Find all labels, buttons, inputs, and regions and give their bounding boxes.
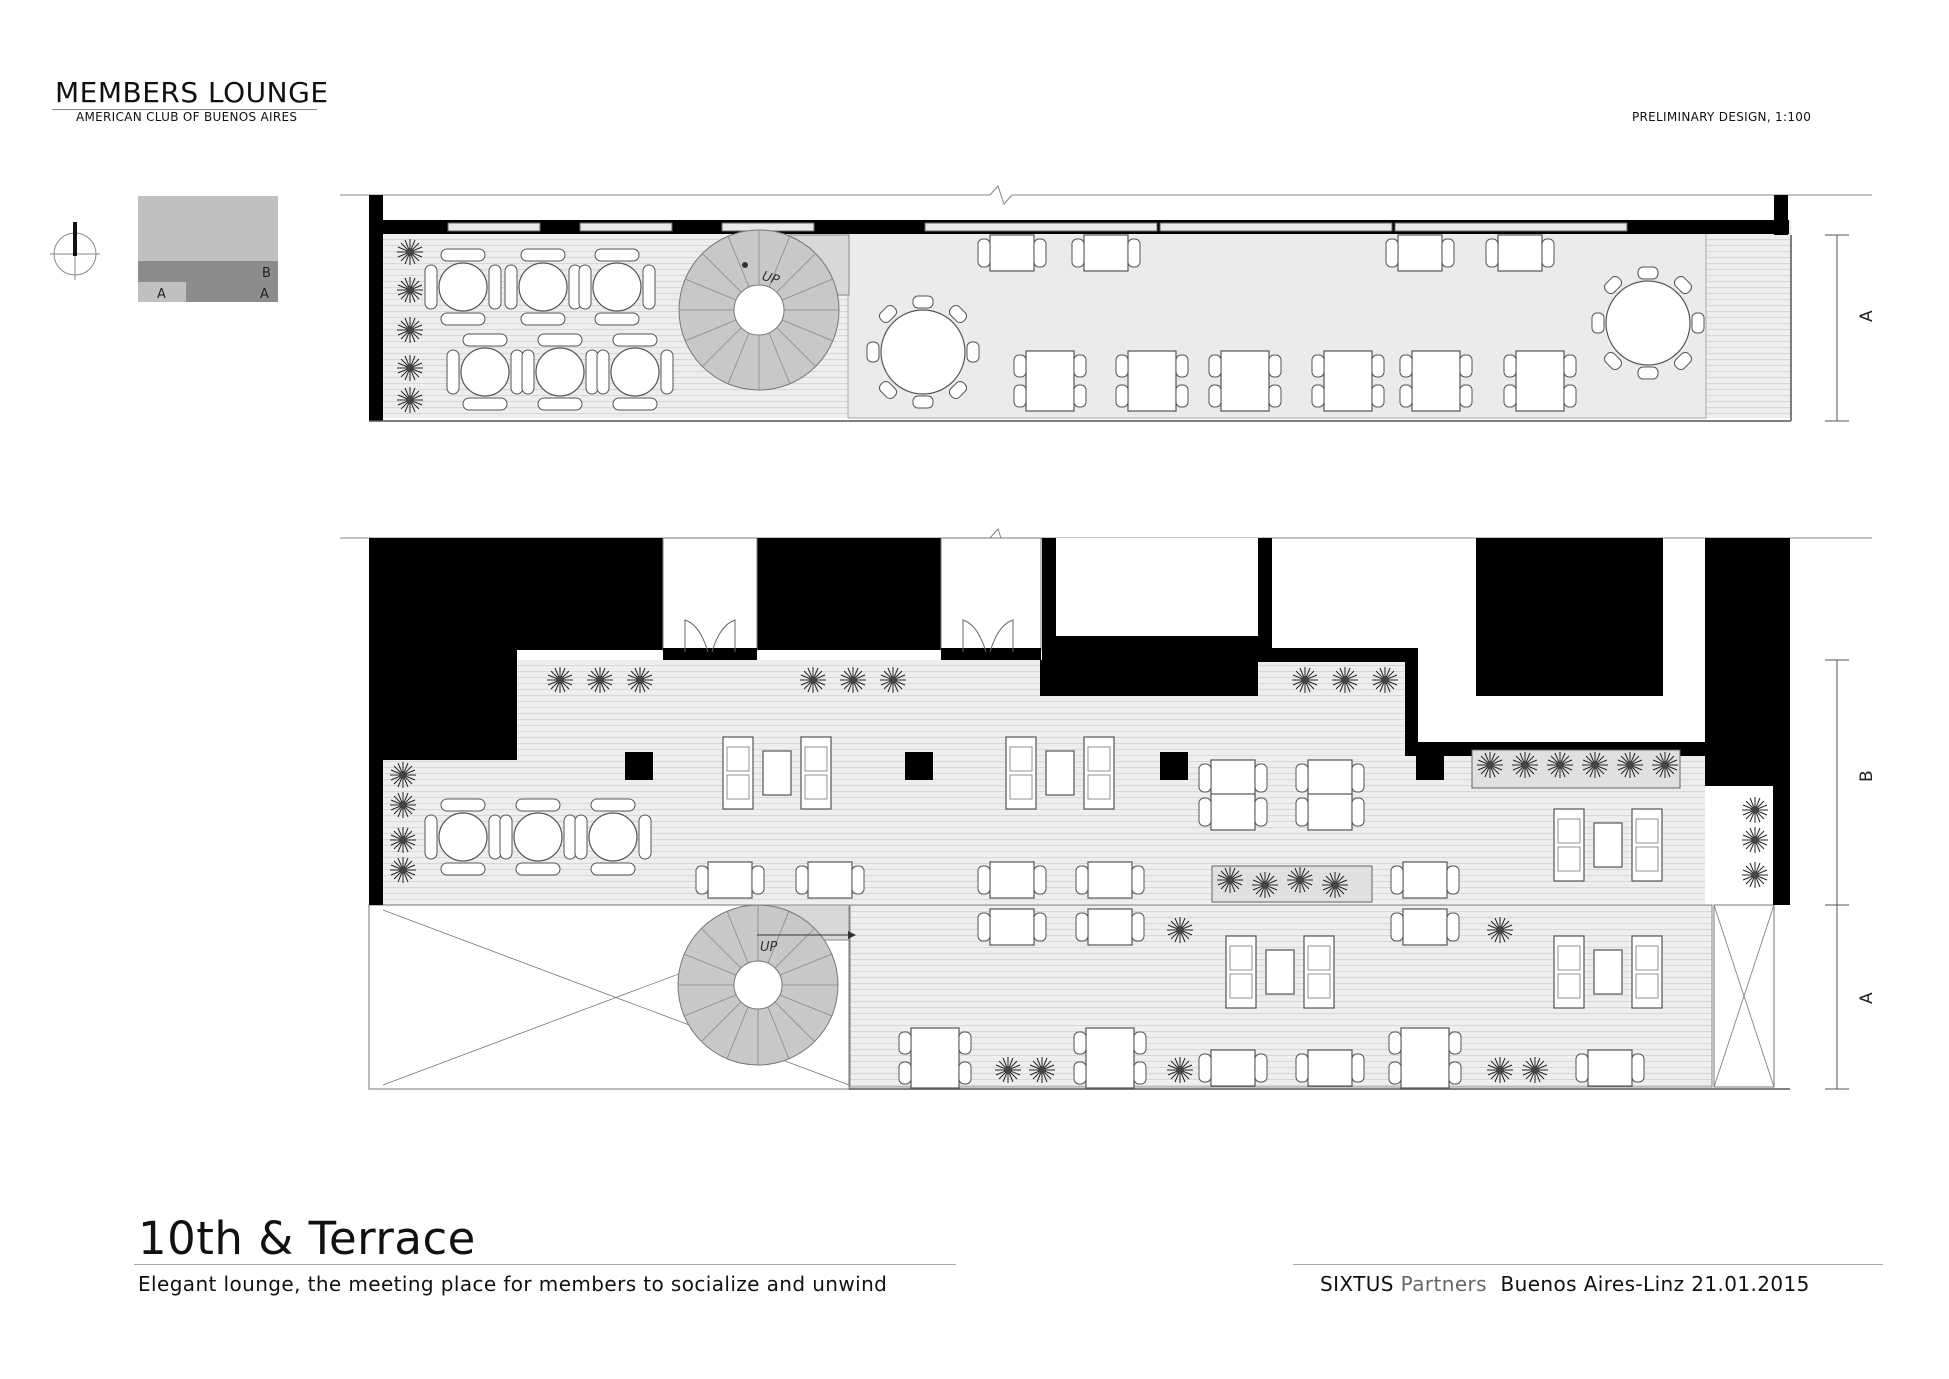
lower-stair: UP [677,904,856,1066]
upper-stair-up-label: UP [760,269,781,289]
drawing-title: 10th & Terrace [138,1212,476,1265]
firm-name-primary: SIXTUS [1320,1272,1394,1296]
footer-divider-left [134,1264,956,1265]
firm-name-secondary: Partners [1400,1272,1487,1296]
key-plan-label-a-left: A [157,287,166,302]
key-plan-label-b: B [262,266,271,281]
page-subtitle: AMERICAN CLUB OF BUENOS AIRES [76,110,298,124]
title-underline [52,109,317,110]
lower-section-label-b: B [1857,770,1877,782]
firm-credit: SIXTUS Partners Buenos Aires-Linz 21.01.… [1320,1272,1810,1296]
lower-section-label-a: A [1857,992,1877,1004]
lower-stair-up-label: UP [760,940,778,955]
lower-plan: UP [340,528,1877,1090]
scale-note: PRELIMINARY DESIGN, 1:100 [1632,110,1812,124]
footer-divider-right [1293,1264,1883,1265]
north-arrow-icon [50,222,100,280]
upper-stair: UP [678,229,850,391]
upper-section-label-a: A [1857,310,1877,322]
upper-plan: UP A [340,185,1877,422]
drawing-subtitle: Elegant lounge, the meeting place for me… [138,1272,888,1296]
key-plan-label-a-right: A [260,287,269,302]
key-plan: B A A [138,196,278,302]
page-title: MEMBERS LOUNGE [55,76,329,109]
location-date: Buenos Aires-Linz 21.01.2015 [1500,1272,1810,1296]
